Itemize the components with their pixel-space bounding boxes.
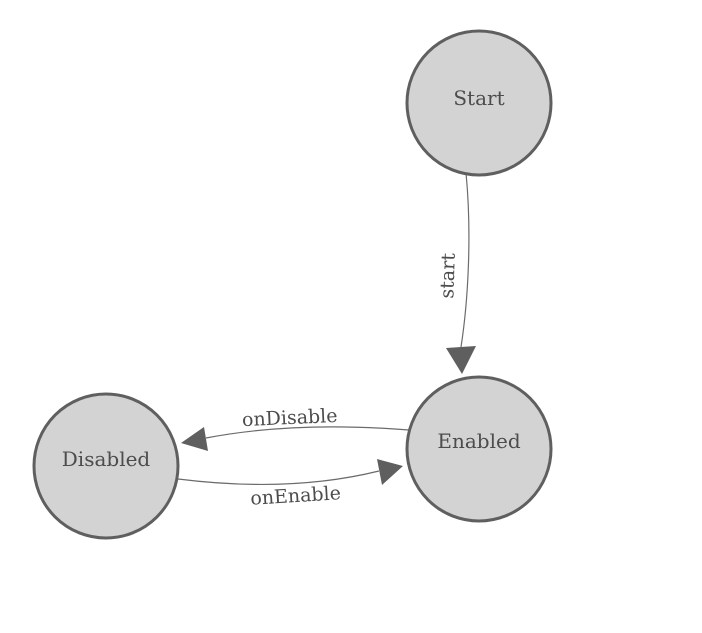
edge-onenable-line xyxy=(177,470,380,486)
state-label-enabled: Enabled xyxy=(437,429,520,453)
state-node-enabled: Enabled xyxy=(405,375,553,523)
arrowhead-down-icon xyxy=(446,346,476,374)
state-circle-disabled xyxy=(32,392,180,540)
edge-disabled-to-enabled: onEnable xyxy=(177,459,403,510)
state-label-start: Start xyxy=(453,86,504,110)
state-node-disabled: Disabled xyxy=(32,392,180,540)
edge-ondisable-line xyxy=(205,426,410,439)
state-node-start: Start xyxy=(405,29,553,177)
edge-enabled-to-disabled: onDisable xyxy=(181,405,410,451)
edge-label-onenable: onEnable xyxy=(250,482,342,509)
arrowhead-right-icon xyxy=(377,459,403,485)
state-label-disabled: Disabled xyxy=(62,447,151,471)
edge-start-to-enabled: start xyxy=(436,172,476,374)
edge-label-start: start xyxy=(436,252,460,299)
arrowhead-left-icon xyxy=(181,427,208,451)
edge-label-ondisable: onDisable xyxy=(242,405,338,431)
state-circle-enabled xyxy=(405,375,553,523)
state-circle-start xyxy=(405,29,553,177)
edge-start-line xyxy=(460,172,470,348)
